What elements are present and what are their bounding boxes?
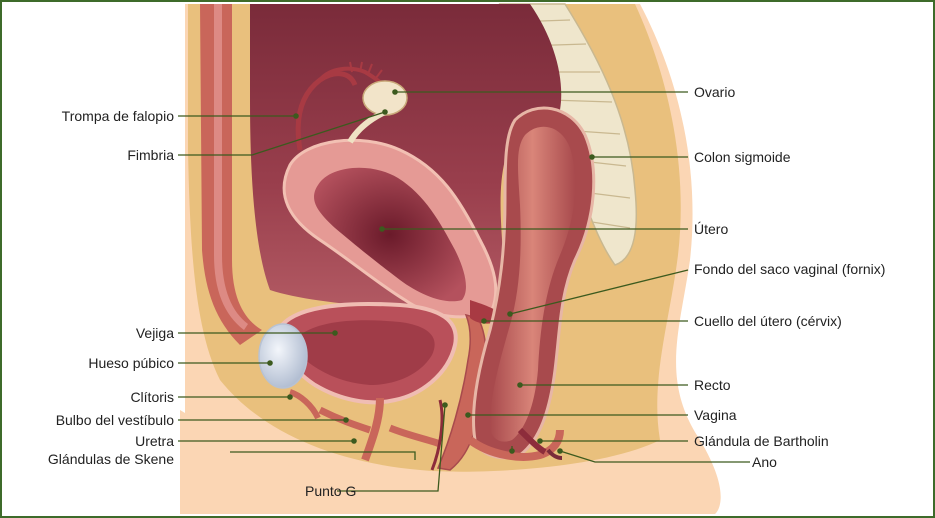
label-vejiga: Vejiga xyxy=(136,325,174,341)
label-glandulas-de-skene: Glándulas de Skene xyxy=(48,451,174,467)
label-glandula-de-bartholin: Glándula de Bartholin xyxy=(694,433,829,449)
label-utero: Útero xyxy=(694,221,728,237)
label-vagina: Vagina xyxy=(694,407,737,423)
label-hueso-pubico: Hueso púbico xyxy=(88,355,174,371)
label-clitoris: Clítoris xyxy=(130,389,174,405)
label-bulbo-del-vestibulo: Bulbo del vestíbulo xyxy=(56,412,175,428)
label-ovario: Ovario xyxy=(694,84,735,100)
label-trompa-de-falopio: Trompa de falopio xyxy=(62,108,175,124)
label-uretra: Uretra xyxy=(135,433,174,449)
label-colon-sigmoide: Colon sigmoide xyxy=(694,149,791,165)
label-fimbria: Fimbria xyxy=(127,147,174,163)
label-cuello-del-utero: Cuello del útero (cérvix) xyxy=(694,313,842,329)
label-fondo-del-saco-vaginal: Fondo del saco vaginal (fornix) xyxy=(694,261,885,277)
label-recto: Recto xyxy=(694,377,731,393)
label-punto-g: Punto G xyxy=(305,483,356,499)
label-ano: Ano xyxy=(752,454,777,470)
